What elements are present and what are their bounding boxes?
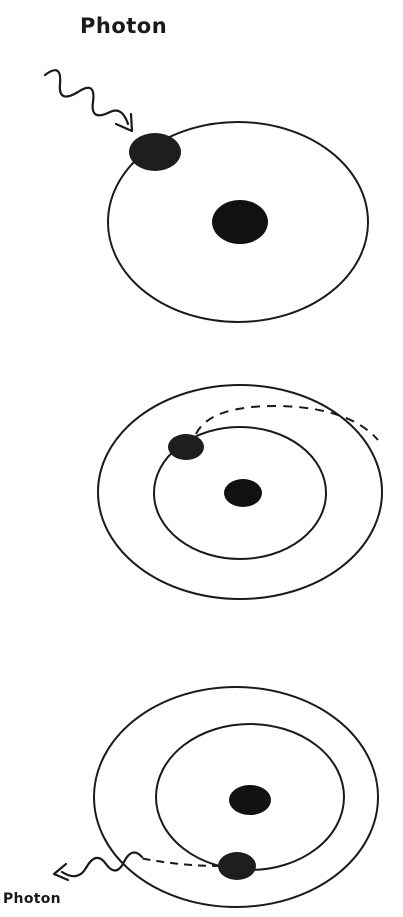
nucleus — [224, 479, 262, 507]
incoming-photon-wave — [45, 70, 128, 124]
nucleus — [212, 200, 268, 244]
transition-path-dashed — [196, 406, 378, 440]
electron — [129, 133, 181, 171]
nucleus — [229, 785, 271, 815]
electron — [218, 852, 256, 880]
panel-emission — [54, 687, 378, 907]
incoming-photon-label: Photon — [80, 14, 167, 38]
electron — [168, 434, 204, 460]
emitted-photon-label: Photon — [3, 891, 61, 907]
panel-absorption — [45, 70, 368, 322]
emitted-photon-wave — [62, 853, 142, 877]
panel-excited-transition — [98, 385, 382, 599]
